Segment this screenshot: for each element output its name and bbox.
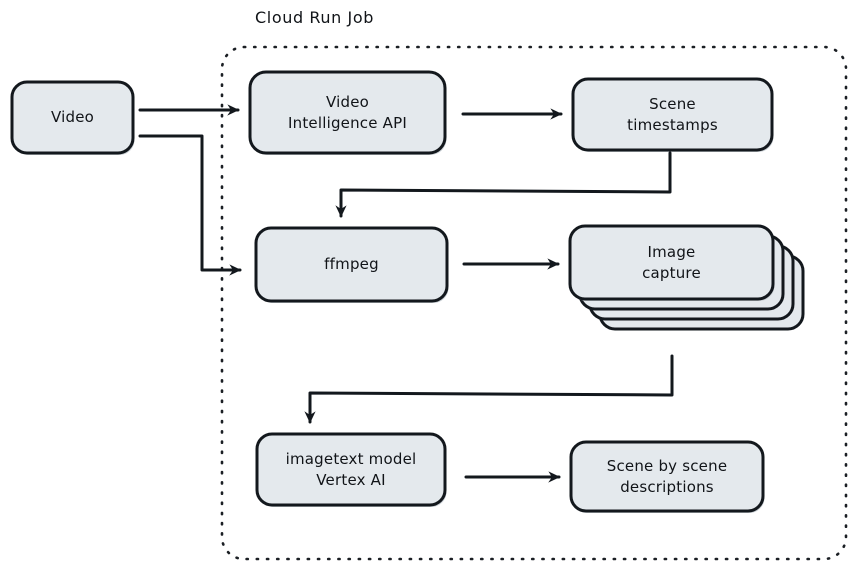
node-shape-scene-timestamps[interactable]: [571, 77, 774, 152]
node-shape-scene-by-scene-descriptions[interactable]: [569, 440, 765, 513]
node-shape-video[interactable]: [10, 80, 135, 155]
connector-video-to-ffmpeg: [138, 134, 242, 276]
connector-image-capture-to-imagetext-model: [304, 354, 674, 424]
node-shape-imagetext-model-vertex-ai[interactable]: [255, 432, 447, 507]
node-shape-video-intelligence-api[interactable]: [248, 70, 447, 155]
connector-scene-timestamps-to-ffmpeg: [335, 151, 672, 218]
node-shape-ffmpeg[interactable]: [254, 226, 449, 303]
cloud-run-job-group-border: [220, 45, 848, 561]
node-shape-image-capture[interactable]: [568, 224, 805, 331]
cloud-run-job-title: Cloud Run Job: [255, 8, 375, 27]
